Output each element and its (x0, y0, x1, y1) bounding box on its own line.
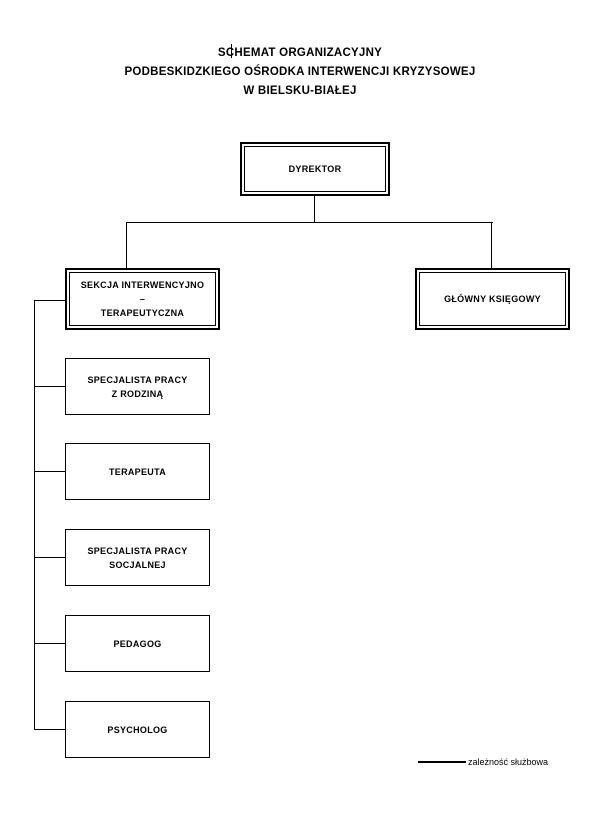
title-line-2: PODBESKIDZKIEGO OŚRODKA INTERWENCJI KRYZ… (124, 66, 476, 78)
connector-horizontal-bus (126, 222, 493, 224)
connector-stub-terapeuta (34, 471, 66, 473)
node-psycholog[interactable]: PSYCHOLOG (65, 701, 210, 758)
legend-label: zależność służbowa (468, 757, 549, 767)
node-pedagog[interactable]: PEDAGOG (65, 615, 210, 672)
node-dyrektor[interactable]: DYREKTOR (240, 142, 390, 196)
connector-stub-spec-rodzina (34, 386, 66, 388)
connector-drop-sekcja (126, 222, 128, 268)
node-ksiegowy-inner: GŁÓWNY KSIĘGOWY (419, 272, 566, 326)
node-sekcja-interwencyjno-terapeutyczna[interactable]: SEKCJA INTERWENCYJNO – TERAPEUTYCZNA (65, 268, 220, 330)
connector-stub-spec-socjalna (34, 557, 66, 559)
node-dyrektor-inner: DYREKTOR (244, 146, 386, 192)
node-dyrektor-label: DYREKTOR (288, 164, 342, 174)
title-line-1: SCHEMAT ORGANIZACYJNY (217, 47, 383, 59)
node-pedagog-label: PEDAGOG (113, 638, 162, 649)
node-terapeuta-label: TERAPEUTA (108, 466, 167, 477)
connector-sekcja-left-stub (34, 300, 66, 302)
node-sekcja-inner: SEKCJA INTERWENCYJNO – TERAPEUTYCZNA (69, 272, 216, 326)
node-ksiegowy-label: GŁÓWNY KSIĘGOWY (444, 294, 541, 304)
node-psycholog-label: PSYCHOLOG (107, 724, 168, 735)
node-specjalista-socjalnej-label: SPECJALISTA PRACY SOCJALNEJ (87, 545, 188, 570)
title-line-3: W BIELSKU-BIAŁEJ (243, 85, 357, 97)
node-terapeuta[interactable]: TERAPEUTA (65, 443, 210, 500)
connector-drop-ksiegowy (491, 222, 493, 268)
text-cursor-caret (231, 44, 232, 58)
node-sekcja-label: SEKCJA INTERWENCYJNO – TERAPEUTYCZNA (80, 280, 205, 318)
connector-dyrektor-drop (314, 196, 316, 222)
legend: zależność służbowa (418, 757, 548, 767)
node-glowny-ksiegowy[interactable]: GŁÓWNY KSIĘGOWY (415, 268, 570, 330)
chart-title: SCHEMAT ORGANIZACYJNY PODBESKIDZKIEGO OŚ… (0, 44, 600, 101)
node-specjalista-pracy-socjalnej[interactable]: SPECJALISTA PRACY SOCJALNEJ (65, 529, 210, 586)
legend-line-sample (418, 761, 466, 763)
connector-left-spine (34, 300, 36, 730)
connector-stub-psycholog (34, 729, 66, 731)
node-specjalista-pracy-z-rodzina[interactable]: SPECJALISTA PRACY Z RODZINĄ (65, 358, 210, 415)
connector-stub-pedagog (34, 643, 66, 645)
node-specjalista-rodzina-label: SPECJALISTA PRACY Z RODZINĄ (87, 374, 188, 399)
